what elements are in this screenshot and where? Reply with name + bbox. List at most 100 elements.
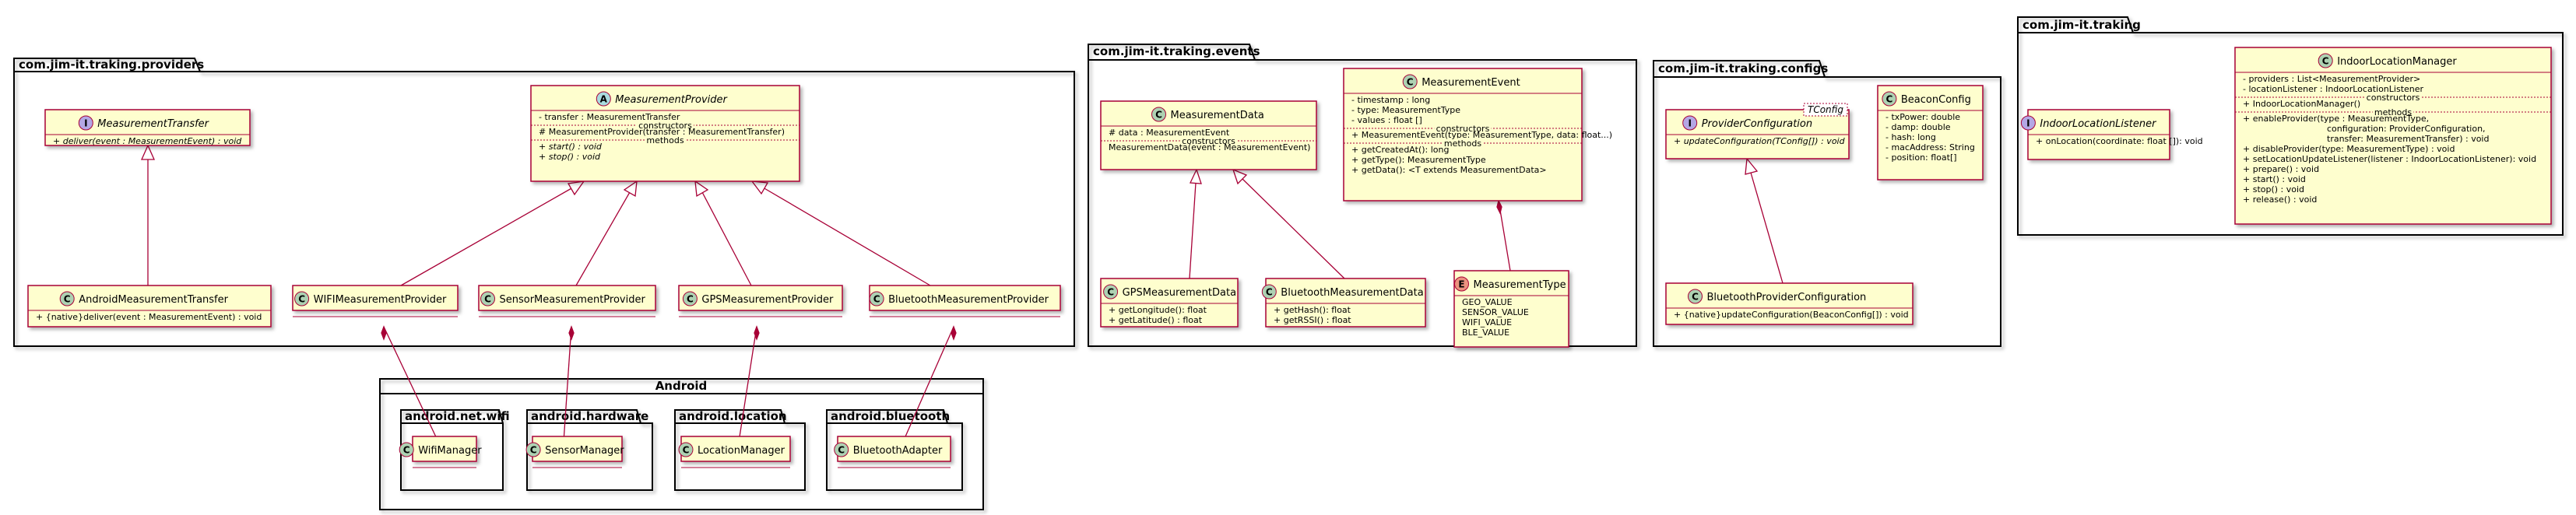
composition-edge [383, 326, 439, 443]
class-member: BLE_VALUE [1462, 328, 1509, 338]
package-label: com.jim-it.traking.configs [1658, 61, 1828, 75]
compartment-separator-label: constructors [1182, 136, 1235, 146]
stereotype-icon [78, 115, 93, 131]
class-box [530, 85, 800, 182]
stereotype-letter: C [484, 294, 491, 305]
class-name: BluetoothProviderConfiguration [1707, 292, 1867, 303]
package-events: com.jim-it.traking.events [1088, 44, 1637, 347]
stereotype-letter: C [873, 294, 880, 305]
inheritance-edge [1242, 178, 1345, 279]
generic-parameter: TConfig [1808, 104, 1843, 115]
class-sensor-manager[interactable]: C SensorManager [525, 436, 624, 468]
composition-edge [738, 326, 757, 443]
class-member: MeasurementData(event : MeasurementEvent… [1109, 142, 1310, 152]
class-member: + start() : void [2243, 174, 2306, 184]
compartment-separator-label: methods [2374, 107, 2412, 117]
relations [140, 144, 1784, 443]
package-android: Android [379, 378, 984, 510]
stereotype-letter: A [600, 94, 608, 105]
inheritance-edge [1189, 182, 1197, 279]
class-name: SensorManager [545, 445, 624, 457]
class-member: + prepare() : void [2243, 164, 2319, 174]
class-name: MeasurementEvent [1422, 77, 1520, 89]
class-member: + disableProvider(type: MeasurementType)… [2243, 144, 2455, 154]
class-box [2234, 47, 2552, 225]
stereotype-letter: C [2322, 56, 2329, 67]
package-label: com.jim-it.traking [2022, 18, 2141, 32]
class-name: MeasurementType [1474, 279, 1566, 291]
compartment-separator-label: constructors [638, 121, 692, 131]
class-box [1100, 278, 1239, 328]
composition-diamond [568, 325, 575, 341]
class-name: GPSMeasurementData [1123, 287, 1236, 299]
inheritance-edge [701, 191, 752, 286]
generic-parameter-box [1803, 103, 1848, 117]
stereotype-icon [869, 291, 884, 307]
class-member: + setLocationUpdateListener(listener : I… [2243, 154, 2536, 164]
class-name: IndoorLocationManager [2337, 56, 2457, 68]
class-member: + {native}deliver(event : MeasurementEve… [36, 312, 262, 322]
class-member: + getLatitude() : float [1109, 315, 1203, 325]
package-label: android.location [679, 409, 787, 423]
class-box [678, 285, 843, 311]
class-name: BluetoothMeasurementData [1281, 287, 1423, 299]
package-label: android.net.wifi [405, 409, 510, 423]
class-sensor-provider[interactable]: C SensorMeasurementProvider [478, 285, 656, 317]
package-label: android.bluetooth [831, 409, 950, 423]
inheritance-arrowhead [694, 180, 709, 198]
stereotype-icon [399, 442, 414, 457]
inheritance-edge [400, 187, 574, 286]
class-member: + deliver(event : MeasurementEvent) : vo… [53, 136, 242, 146]
realization-edge [1750, 172, 1784, 284]
class-member: + release() : void [2243, 194, 2317, 205]
stereotype-letter: C [1885, 94, 1892, 105]
compartment-separator-label: constructors [2367, 93, 2420, 103]
class-member: - damp: double [1885, 122, 1951, 132]
inheritance-arrowhead [1232, 168, 1248, 185]
class-member: # data : MeasurementEvent [1109, 128, 1230, 138]
class-box [27, 285, 272, 328]
class-name: MeasurementTransfer [97, 118, 209, 130]
stereotype-icon [59, 291, 75, 307]
class-name: SensorMeasurementProvider [500, 294, 646, 306]
class-name: AndroidMeasurementTransfer [79, 294, 228, 306]
stereotype-icon [2318, 53, 2333, 68]
package-label: Android [655, 379, 708, 393]
class-bt-provider[interactable]: C BluetoothMeasurementProvider [869, 285, 1061, 317]
class-box [478, 285, 656, 311]
package-providers: com.jim-it.traking.providers [13, 58, 1075, 347]
class-location-manager-main[interactable]: C IndoorLocationManager - providers : List… [2234, 47, 2552, 225]
stereotype-icon [1454, 276, 1469, 292]
class-member: - providers : List<MeasurementProvider> [2243, 74, 2420, 84]
stereotype-icon [1682, 115, 1698, 131]
inheritance-arrowhead [567, 180, 585, 196]
class-member: - txPower: double [1885, 112, 1960, 122]
stereotype-icon [1688, 289, 1703, 304]
stereotype-letter: C [687, 294, 694, 305]
compartment-separator-label: methods [1444, 138, 1481, 149]
class-name: BluetoothMeasurementProvider [888, 294, 1049, 306]
inheritance-edge [575, 191, 631, 286]
package-traking: com.jim-it.traking [2017, 16, 2564, 236]
class-box [1453, 270, 1569, 348]
class-member: WIFI_VALUE [1462, 317, 1512, 328]
stereotype-letter: C [530, 445, 537, 456]
stereotype-icon [294, 291, 310, 307]
